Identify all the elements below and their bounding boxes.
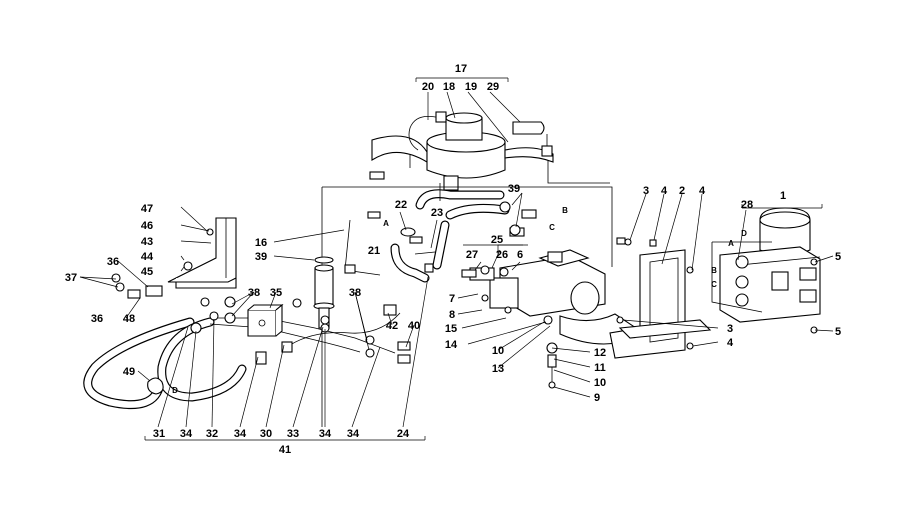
callout-7: 7: [449, 293, 455, 305]
callout-4-top-b: 4: [699, 185, 706, 197]
callout-39-left: 39: [255, 251, 267, 263]
callout-labels: 17 20 18 19 29 39 22 23 21 25 27 26 6 16…: [65, 63, 841, 456]
callout-38-right: 38: [349, 287, 361, 299]
diagram-frame: 17 20 18 19 29 39 22 23 21 25 27 26 6 16…: [8, 8, 892, 511]
callout-1: 1: [780, 190, 786, 202]
callout-20: 20: [422, 81, 434, 93]
callout-10-right: 10: [594, 377, 606, 389]
callout-46: 46: [141, 220, 153, 232]
connection-letters: A B C D A B C D: [172, 206, 747, 395]
callout-47: 47: [141, 203, 153, 215]
callout-21: 21: [368, 245, 380, 257]
hose-group: [83, 189, 510, 410]
callout-12: 12: [594, 347, 606, 359]
callout-10-left: 10: [492, 345, 504, 357]
callout-38-left: 38: [248, 287, 260, 299]
reservoir-assembly: [369, 111, 554, 191]
callout-3-bottom: 3: [727, 323, 733, 335]
callout-23: 23: [431, 207, 443, 219]
callout-27: 27: [466, 249, 478, 261]
callout-49: 49: [123, 366, 135, 378]
callout-35: 35: [270, 287, 282, 299]
pipe-lines: [209, 160, 613, 427]
callout-41: 41: [279, 444, 291, 456]
callout-11: 11: [594, 362, 606, 374]
leader-lines: [79, 77, 834, 441]
callout-30: 30: [260, 428, 272, 440]
callout-17: 17: [455, 63, 467, 75]
callout-36-top: 36: [107, 256, 119, 268]
callout-39-top: 39: [508, 183, 520, 195]
callout-48: 48: [123, 313, 135, 325]
connector-letter-C-left: C: [549, 223, 555, 232]
callout-14: 14: [445, 339, 458, 351]
connector-letter-B-right: B: [711, 266, 717, 275]
bracket-43: [167, 217, 237, 289]
callout-2: 2: [679, 185, 685, 197]
callout-45: 45: [141, 266, 153, 278]
callout-4-top-a: 4: [661, 185, 668, 197]
callout-42: 42: [386, 320, 398, 332]
connector-letter-A-left: A: [383, 219, 389, 228]
callout-4-bottom: 4: [727, 337, 734, 349]
callout-29: 29: [487, 81, 499, 93]
callout-24: 24: [397, 428, 410, 440]
accumulator-manifold: [711, 207, 821, 334]
callout-36-bottom: 36: [91, 313, 103, 325]
callout-16: 16: [255, 237, 267, 249]
callout-6: 6: [517, 249, 523, 261]
hydraulic-assembly-diagram: 17 20 18 19 29 39 22 23 21 25 27 26 6 16…: [65, 63, 841, 456]
pump-motor: [469, 249, 647, 389]
connector-letter-C-right: C: [711, 280, 717, 289]
callout-15: 15: [445, 323, 457, 335]
connector-letter-D-left: D: [172, 386, 178, 395]
callout-18: 18: [443, 81, 455, 93]
callout-22: 22: [395, 199, 407, 211]
callout-5-top: 5: [835, 251, 841, 263]
callout-34-b: 34: [234, 428, 247, 440]
fittings: [111, 201, 694, 395]
callout-28: 28: [741, 199, 753, 211]
callout-34-d: 34: [347, 428, 360, 440]
callout-8: 8: [449, 309, 455, 321]
callout-37: 37: [65, 272, 77, 284]
callout-13: 13: [492, 363, 504, 375]
callout-43: 43: [141, 236, 153, 248]
callout-19: 19: [465, 81, 477, 93]
callout-25: 25: [491, 234, 503, 246]
callout-44: 44: [141, 251, 154, 263]
callout-5-bottom: 5: [835, 326, 841, 338]
connector-letter-B-left: B: [562, 206, 568, 215]
connector-letter-D-right: D: [741, 229, 747, 238]
mounting-plate: [609, 238, 712, 359]
callout-26: 26: [496, 249, 508, 261]
callout-34-c: 34: [319, 428, 332, 440]
connector-letter-A-right: A: [728, 239, 734, 248]
callout-9: 9: [594, 392, 600, 404]
callout-40: 40: [408, 320, 420, 332]
callout-31: 31: [153, 428, 165, 440]
valve-block: [247, 298, 302, 337]
callout-3-top: 3: [643, 185, 649, 197]
callout-33: 33: [287, 428, 299, 440]
callout-34-a: 34: [180, 428, 193, 440]
callout-32: 32: [206, 428, 218, 440]
